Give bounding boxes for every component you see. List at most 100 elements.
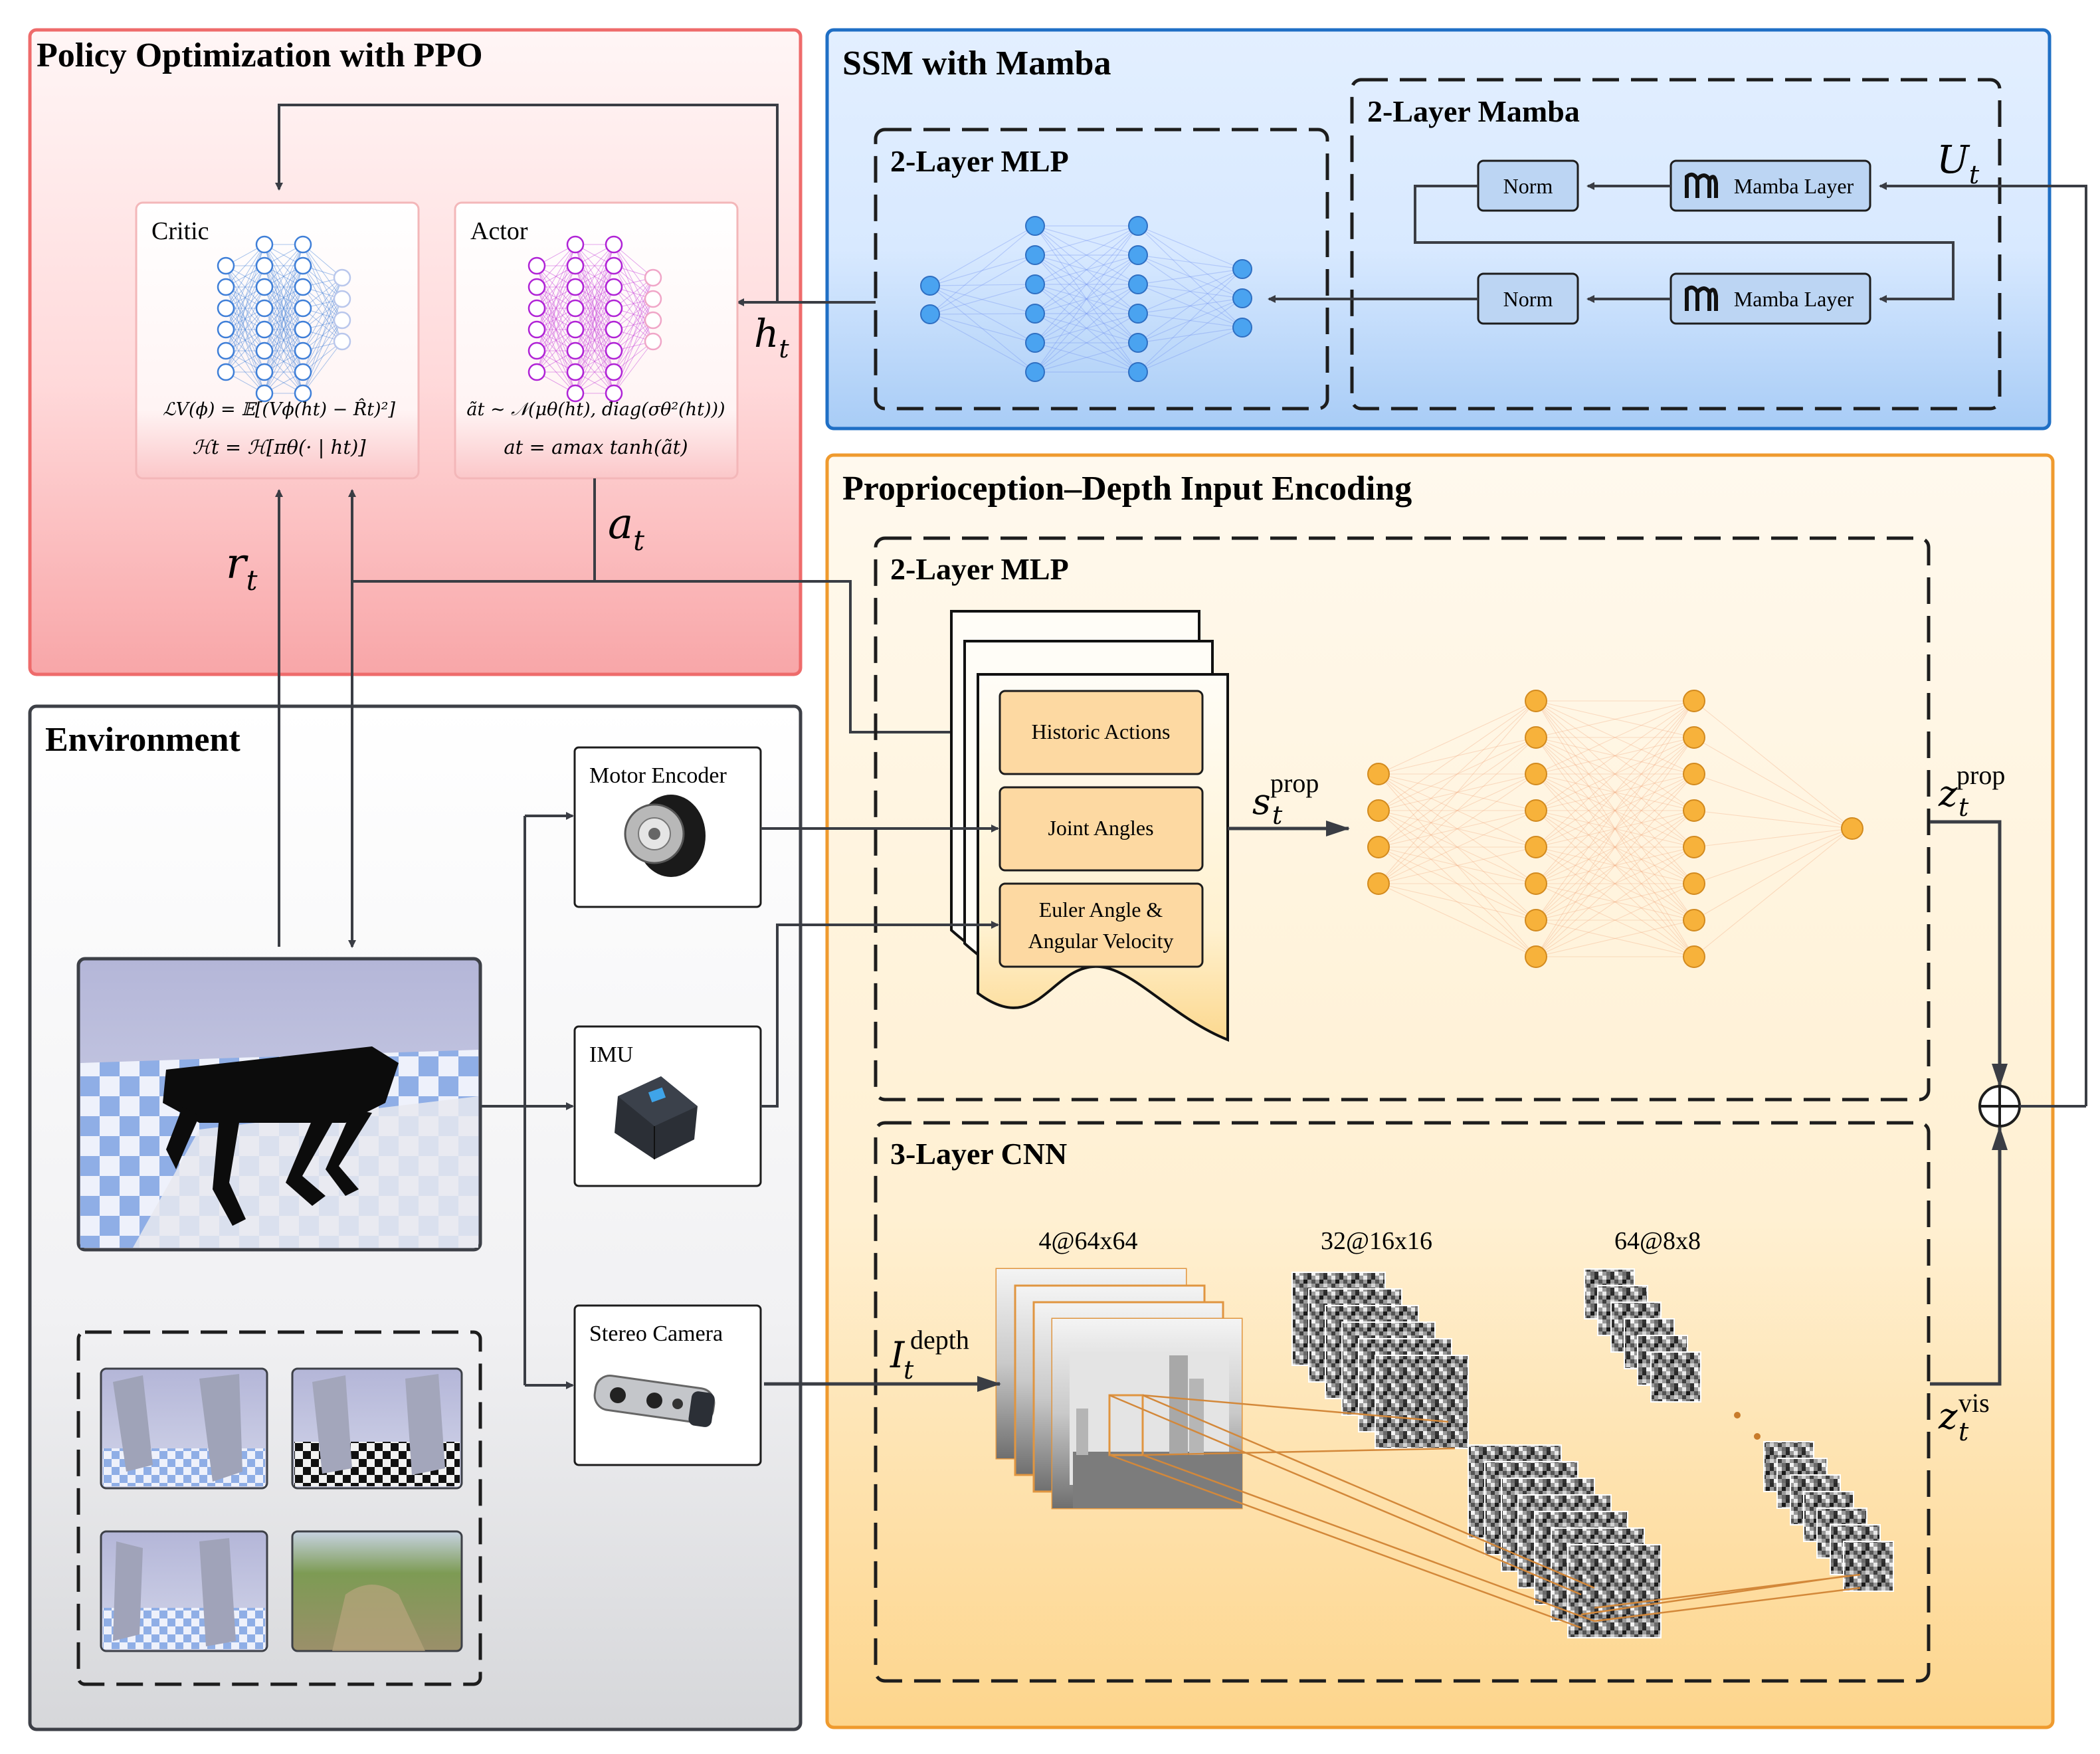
network-edge — [1535, 700, 1695, 921]
actor-label: Actor — [470, 217, 528, 245]
network-edge — [613, 277, 654, 330]
network-edge — [1378, 846, 1537, 884]
network-edge — [1137, 298, 1243, 314]
network-edge — [1034, 254, 1139, 314]
network-node — [294, 299, 312, 318]
feature-map-stack-2 — [1468, 1444, 1662, 1638]
mamba-connectors — [1268, 182, 2087, 1106]
network-edge — [1378, 810, 1537, 848]
network-node — [1525, 945, 1547, 968]
network-edge — [1378, 700, 1537, 884]
network-edge — [613, 320, 654, 373]
svg-text:t: t — [904, 1355, 914, 1385]
network-edge — [1535, 883, 1695, 957]
network-node — [1683, 909, 1705, 931]
network-edge — [929, 285, 1036, 314]
network-node — [294, 256, 312, 275]
network-edge — [264, 308, 304, 394]
robot-sim-view — [76, 957, 482, 1252]
network-edge — [1034, 225, 1139, 373]
network-edge — [225, 265, 265, 330]
network-edge — [1137, 225, 1243, 299]
network-edge — [264, 286, 304, 330]
cnn-dim-1: 4@64x64 — [1039, 1227, 1138, 1255]
network-node — [566, 278, 585, 296]
network-edge — [1034, 254, 1139, 373]
network-node — [255, 320, 274, 339]
network-node — [1367, 872, 1390, 895]
ssm-mlp-title: 2-Layer MLP — [890, 144, 1069, 178]
network-edge — [575, 244, 615, 330]
network-node — [1683, 763, 1705, 785]
network-edge — [1535, 737, 1695, 775]
network-edge — [1535, 700, 1695, 921]
network-node — [527, 363, 546, 381]
svg-text:rt: rt — [226, 539, 258, 597]
network-node — [1525, 690, 1547, 712]
network-edge — [575, 265, 615, 351]
network-edge — [1535, 700, 1695, 884]
network-edge — [613, 265, 654, 342]
actor-action: at = amax tanh(ãt) — [504, 436, 688, 458]
network-edge — [575, 265, 615, 309]
network-edge — [1378, 773, 1537, 884]
critic-network — [217, 235, 351, 403]
network-edge — [225, 244, 265, 309]
network-node — [644, 268, 662, 287]
critic-entropy: ℋt = ℋ[πθ(· | ht)] — [192, 436, 366, 458]
network-edge — [1535, 700, 1695, 848]
network-edge — [225, 265, 265, 351]
network-node — [1128, 216, 1148, 236]
network-edge — [1034, 284, 1139, 373]
network-edge — [575, 350, 615, 394]
enc-mlp-box: 2-Layer MLP — [874, 536, 1931, 1102]
svg-text:Ut: Ut — [1937, 137, 1980, 189]
network-edge — [1535, 883, 1695, 921]
network-edge — [264, 244, 304, 288]
network-node — [1525, 726, 1547, 749]
network-edge — [1535, 773, 1695, 848]
network-node — [527, 256, 546, 275]
network-node — [605, 256, 623, 275]
network-edge — [264, 286, 304, 351]
network-edge — [225, 308, 265, 351]
network-edge — [536, 286, 576, 351]
network-edge — [225, 286, 265, 373]
network-edge — [1137, 327, 1243, 343]
network-node — [294, 363, 312, 381]
network-edge — [1137, 225, 1243, 270]
critic-label: Critic — [151, 217, 209, 245]
network-edge — [264, 308, 304, 373]
network-edge — [264, 329, 304, 373]
network-edge — [1535, 700, 1695, 811]
svg-text:Historic Actions: Historic Actions — [1032, 720, 1171, 743]
network-edge — [1034, 225, 1139, 285]
network-edge — [1535, 810, 1695, 848]
network-edge — [264, 244, 304, 288]
network-node — [566, 320, 585, 339]
network-edge — [225, 308, 265, 394]
network-edge — [1535, 700, 1695, 738]
network-node — [294, 320, 312, 339]
network-edge — [1535, 773, 1695, 921]
network-edge — [1034, 284, 1139, 314]
network-edge — [575, 244, 615, 330]
network-edge — [225, 329, 265, 373]
network-node — [333, 268, 351, 287]
network-edge — [575, 244, 615, 309]
network-edge — [536, 308, 576, 351]
network-node — [527, 299, 546, 318]
network-edge — [1137, 225, 1243, 328]
network-edge — [1535, 773, 1695, 811]
network-edge — [264, 265, 304, 351]
euler-angle-box: Euler Angle & Angular Velocity — [999, 882, 1204, 968]
network-edge — [1034, 225, 1139, 373]
mamba-layer-bottom: Mamba Layer — [1670, 272, 1871, 325]
network-edge — [575, 286, 615, 373]
svg-text:Joint Angles: Joint Angles — [1048, 816, 1153, 840]
network-edge — [1535, 920, 1695, 957]
receptive-field-lines — [1109, 1394, 1861, 1629]
network-edge — [1034, 225, 1139, 343]
network-edge — [225, 286, 265, 330]
network-edge — [1378, 810, 1537, 884]
